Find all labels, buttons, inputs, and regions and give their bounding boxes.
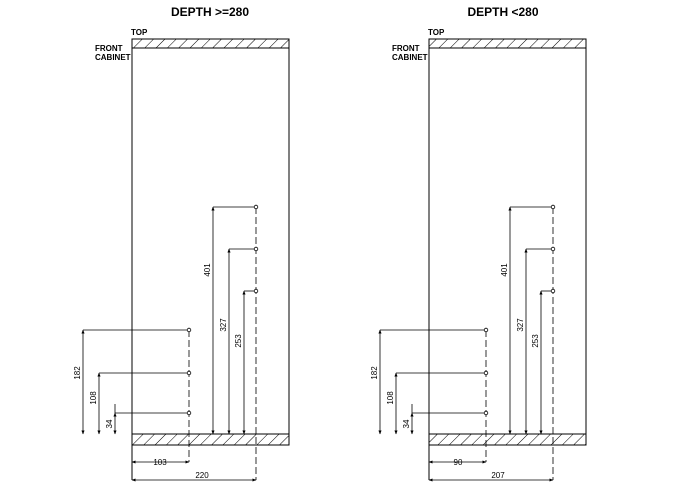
dim-108: 108 bbox=[386, 391, 395, 405]
panel-title: DEPTH <280 bbox=[467, 5, 538, 19]
dim-182: 182 bbox=[370, 366, 379, 380]
dim-width-long: 220 bbox=[195, 471, 209, 480]
front-label: FRONT bbox=[95, 44, 123, 53]
dim-width-short: 103 bbox=[153, 458, 167, 467]
panel-title: DEPTH >=280 bbox=[171, 5, 249, 19]
dim-34: 34 bbox=[402, 419, 411, 428]
cabinet-label: CABINET bbox=[95, 53, 131, 62]
dim-253: 253 bbox=[234, 334, 243, 348]
panel-depth-lt-280: DEPTH <280 TOP FRONT CABINET 401 327 253 bbox=[370, 5, 587, 482]
bottom-panel bbox=[131, 433, 290, 446]
cabinet-label: CABINET bbox=[392, 53, 428, 62]
dim-width-short: 90 bbox=[454, 458, 463, 467]
top-label: TOP bbox=[428, 28, 445, 37]
dim-253: 253 bbox=[531, 334, 540, 348]
dim-182: 182 bbox=[73, 366, 82, 380]
top-panel bbox=[428, 38, 587, 49]
dim-108: 108 bbox=[89, 391, 98, 405]
bottom-panel bbox=[428, 433, 587, 446]
dim-34: 34 bbox=[105, 419, 114, 428]
dim-327: 327 bbox=[516, 318, 525, 332]
dim-401: 401 bbox=[203, 263, 212, 277]
dim-401: 401 bbox=[500, 263, 509, 277]
dim-width-long: 207 bbox=[491, 471, 505, 480]
panel-depth-ge-280: DEPTH >=280 TOP FRONT CABINET 401 327 25… bbox=[73, 5, 290, 482]
top-panel bbox=[131, 38, 290, 49]
top-label: TOP bbox=[131, 28, 148, 37]
front-label: FRONT bbox=[392, 44, 420, 53]
dim-327: 327 bbox=[219, 318, 228, 332]
